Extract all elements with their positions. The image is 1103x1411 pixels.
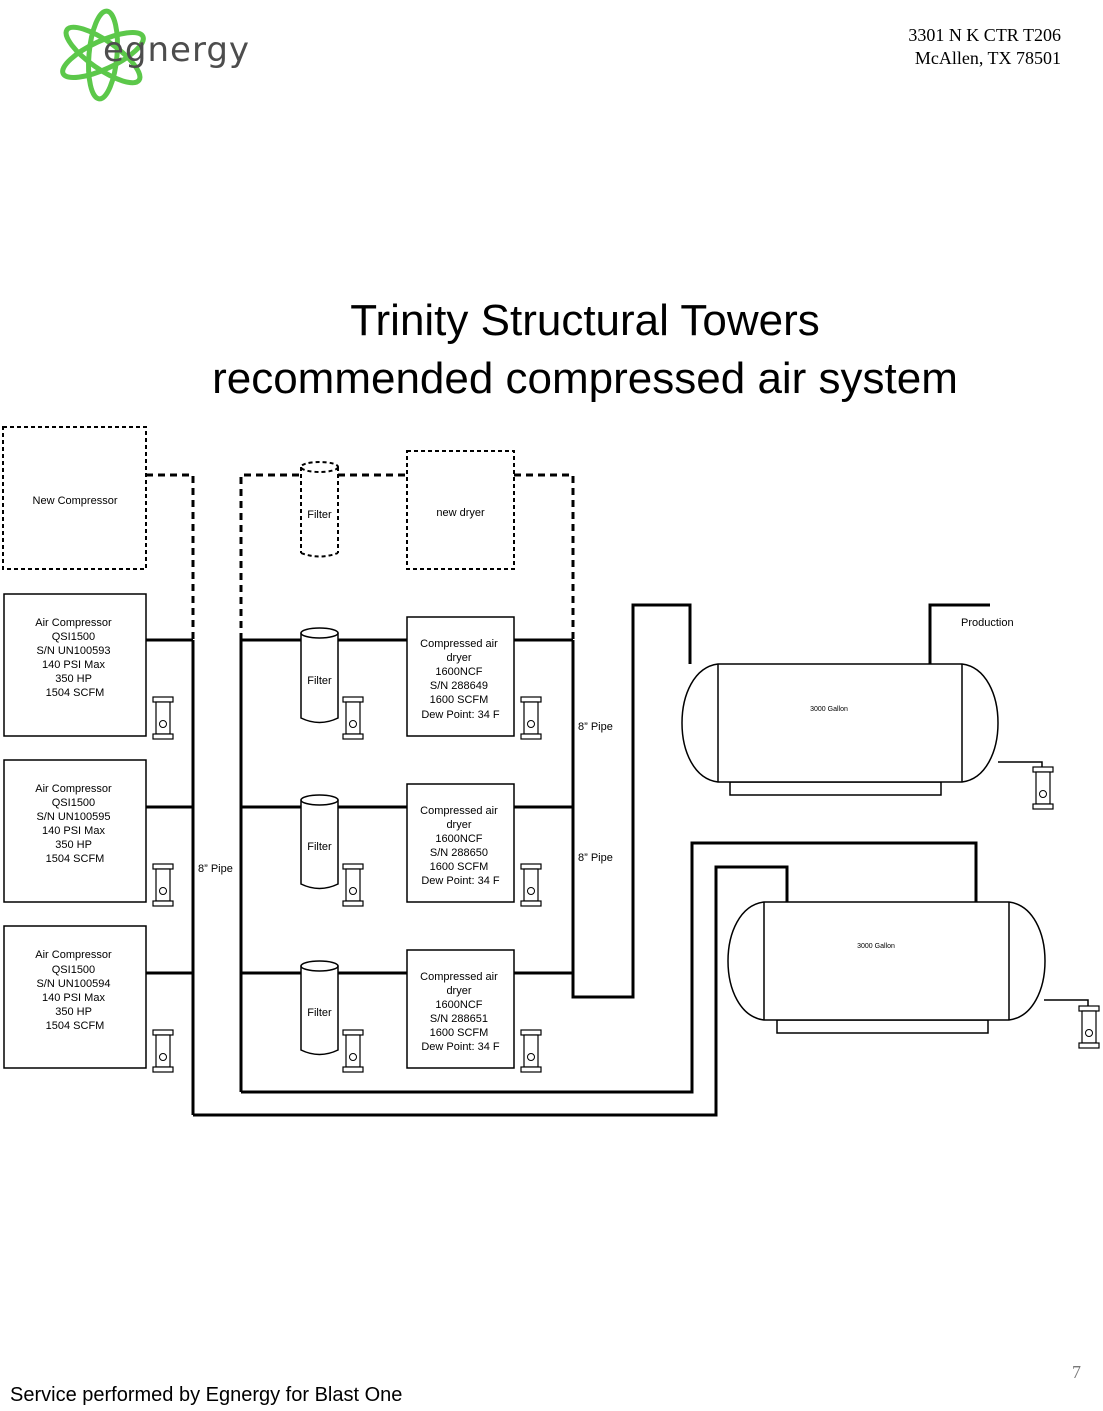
filter-1 (300, 627, 339, 724)
tank-1-label: 3000 Gallon (810, 706, 848, 713)
filter-2 (300, 794, 339, 890)
address-line-2: McAllen, TX 78501 (914, 48, 1061, 68)
compressor-box-2 (3, 759, 147, 903)
egnergy-logo: egnergy (55, 0, 295, 105)
compressor-2-label: Air Compressor QSI1500 S/N UN100595 140 … (35, 783, 114, 865)
address-line-1: 3301 N K CTR T206 (908, 25, 1061, 45)
new-compressor-label: New Compressor (33, 495, 118, 507)
filter-3-label: Filter (307, 1007, 332, 1019)
pipe-label-left: 8” Pipe (198, 863, 233, 875)
production-label: Production (961, 617, 1014, 629)
new-compressor-pipe (146, 473, 195, 640)
dryer-1-label: Compressed air dryer 1600NCF S/N 288649 … (420, 638, 501, 721)
new-filter-label: Filter (307, 509, 332, 521)
page-number: 7 (1072, 1362, 1081, 1382)
new-equipment-header-pipe (239, 473, 300, 640)
dryer-2-label: Compressed air dryer 1600NCF S/N 288650 … (420, 805, 501, 887)
filter-3 (300, 960, 339, 1056)
compressor-box-3 (3, 925, 147, 1069)
pipe-label-right-top: 8” Pipe (578, 721, 613, 733)
production-pipe (928, 603, 990, 664)
filter-1-label: Filter (307, 675, 332, 687)
logo-wordmark: egnergy (103, 30, 251, 70)
compressor-box-1 (3, 593, 147, 737)
diagram-title: Trinity Structural Towers (350, 296, 820, 345)
dryer-box-3 (406, 949, 515, 1069)
receiver-tank-2 (727, 901, 1089, 1034)
service-footer: Service performed by Egnergy for Blast O… (10, 1384, 403, 1406)
compressor-1-label: Air Compressor QSI1500 S/N UN100593 140 … (35, 617, 114, 699)
new-filter (300, 461, 339, 558)
new-compressor-box (2, 426, 147, 570)
new-dryer-label: new dryer (436, 507, 485, 519)
compressor-3-label: Air Compressor QSI1500 S/N UN100594 140 … (35, 949, 114, 1032)
diagram-subtitle: recommended compressed air system (212, 354, 958, 403)
bottom-header-pipe-2 (193, 865, 789, 1117)
company-address: 3301 N K CTR T206 McAllen, TX 78501 (908, 24, 1061, 70)
atom-logo-icon (60, 8, 146, 102)
pipe-label-right-mid: 8” Pipe (578, 852, 613, 864)
receiver-tank-1 (681, 663, 1043, 796)
bottom-header-pipe-1 (241, 841, 978, 1094)
dryer-box-2 (406, 783, 515, 903)
tank-2-label: 3000 Gallon (857, 943, 895, 950)
dryer-3-label: Compressed air dryer 1600NCF S/N 288651 … (420, 971, 501, 1053)
dryer-outlet-pipe (571, 603, 692, 999)
filter-2-label: Filter (307, 841, 332, 853)
dryer-box-1 (406, 616, 515, 737)
